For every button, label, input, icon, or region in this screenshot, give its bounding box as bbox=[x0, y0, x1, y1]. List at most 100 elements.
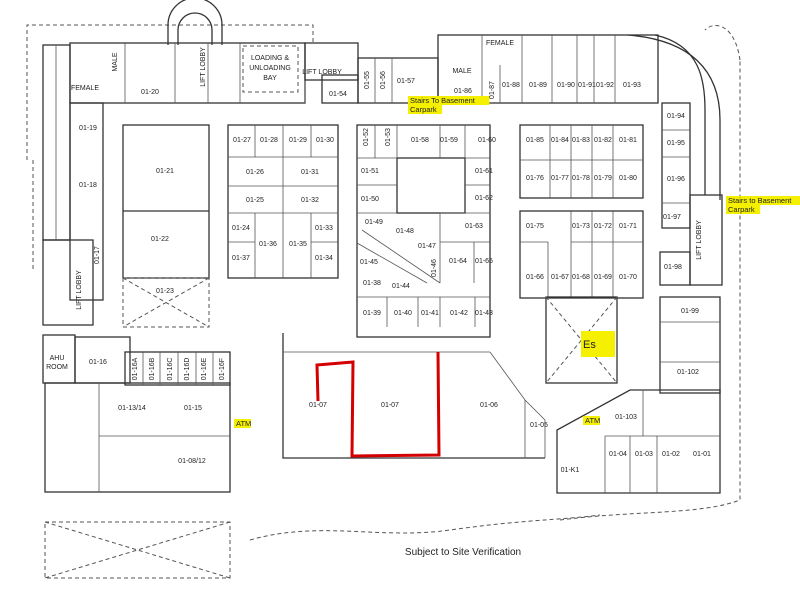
unit-label: 01-52 bbox=[363, 128, 370, 146]
unit-label: 01-32 bbox=[301, 197, 319, 204]
unit-label: 01-26 bbox=[246, 169, 264, 176]
unit-label: 01-28 bbox=[260, 137, 278, 144]
unit-label: 01-55 bbox=[364, 71, 371, 89]
unit-label: 01-64 bbox=[449, 258, 467, 265]
unit-label: 01-16 bbox=[89, 359, 107, 366]
facility-label: LIFT LOBBY bbox=[76, 270, 83, 310]
highlight-marker bbox=[726, 205, 761, 214]
unit-label: 01-16B bbox=[149, 357, 156, 380]
unit-label: 01-102 bbox=[677, 369, 699, 376]
unit-label: 01-29 bbox=[289, 137, 307, 144]
unit-label: 01-35 bbox=[289, 241, 307, 248]
unit-label: 01-98 bbox=[664, 264, 682, 271]
unit-label: 01-93 bbox=[623, 82, 641, 89]
unit-label: 01-47 bbox=[418, 243, 436, 250]
unit-label: 01-75 bbox=[526, 223, 544, 230]
unit-label: 01-02 bbox=[662, 451, 680, 458]
unit-label: 01-20 bbox=[141, 89, 159, 96]
highlight-marker bbox=[234, 419, 251, 428]
unit-label: 01-80 bbox=[619, 175, 637, 182]
unit-label: 01-103 bbox=[615, 414, 637, 421]
unit-label: 01-45 bbox=[360, 259, 378, 266]
unit-label: 01-67 bbox=[551, 274, 569, 281]
unit-label: 01-97 bbox=[663, 214, 681, 221]
facility-label: FEMALE bbox=[71, 85, 99, 92]
unit-label: 01-17 bbox=[94, 246, 101, 264]
highlighted-unit-outline bbox=[315, 351, 441, 458]
unit-label: 01-01 bbox=[693, 451, 711, 458]
unit-label: 01-48 bbox=[396, 228, 414, 235]
atm-left-note: ATM bbox=[236, 419, 251, 428]
unit-label: 01-K1 bbox=[561, 467, 580, 474]
unit-label: 01-19 bbox=[79, 125, 97, 132]
unit-label: 01-27 bbox=[233, 137, 251, 144]
facility-label: LIFT LOBBY bbox=[302, 69, 342, 76]
unit-label: 01-65 bbox=[475, 258, 493, 265]
unit-label: 01-84 bbox=[551, 137, 569, 144]
unit-label: 01-79 bbox=[594, 175, 612, 182]
unit-label: 01-23 bbox=[156, 288, 174, 295]
unit-label: 01-13/14 bbox=[118, 405, 146, 412]
facility-label: LIFT LOBBY bbox=[200, 47, 207, 87]
unit-label: 01-08/12 bbox=[178, 458, 206, 465]
unit-label: 01-31 bbox=[301, 169, 319, 176]
unit-label: 01-33 bbox=[315, 225, 333, 232]
unit-label: 01-07 bbox=[309, 402, 327, 409]
unit-label: 01-16A bbox=[132, 357, 139, 380]
unit-label: 01-54 bbox=[329, 91, 347, 98]
unit-label: 01-92 bbox=[596, 82, 614, 89]
unit-label: 01-82 bbox=[594, 137, 612, 144]
escalator-note: Es bbox=[583, 339, 596, 351]
facility-label: LOADING & bbox=[251, 55, 289, 62]
unit-label: 01-85 bbox=[526, 137, 544, 144]
unit-label: 01-95 bbox=[667, 140, 685, 147]
unit-label: 01-88 bbox=[502, 82, 520, 89]
unit-label: 01-46 bbox=[431, 259, 438, 277]
structure bbox=[26, 0, 741, 579]
highlight-marker bbox=[726, 196, 800, 205]
unit-label: 01-43 bbox=[475, 310, 493, 317]
unit-label: 01-77 bbox=[551, 175, 569, 182]
unit-label: 01-91 bbox=[578, 82, 596, 89]
unit-label: 01-86 bbox=[454, 88, 472, 95]
stairs-top-2-note: Carpark bbox=[410, 105, 437, 114]
unit-label: 01-38 bbox=[363, 280, 381, 287]
unit-label: 01-39 bbox=[363, 310, 381, 317]
site-verification-caption: Subject to Site Verification bbox=[405, 547, 521, 558]
unit-label: 01-83 bbox=[572, 137, 590, 144]
unit-label: 01-30 bbox=[316, 137, 334, 144]
facility-label: MALE bbox=[112, 52, 119, 71]
unit-label: 01-42 bbox=[450, 310, 468, 317]
facility-label: AHU bbox=[50, 355, 65, 362]
unit-label: 01-62 bbox=[475, 195, 493, 202]
unit-label: 01-03 bbox=[635, 451, 653, 458]
unit-label: 01-99 bbox=[681, 308, 699, 315]
unit-label: 01-63 bbox=[465, 223, 483, 230]
facility-label: FEMALE bbox=[486, 40, 514, 47]
unit-label: 01-50 bbox=[361, 196, 379, 203]
facility-label: UNLOADING bbox=[249, 65, 291, 72]
unit-label: 01-69 bbox=[594, 274, 612, 281]
unit-label: 01-15 bbox=[184, 405, 202, 412]
unit-label: 01-58 bbox=[411, 137, 429, 144]
unit-label: 01-89 bbox=[529, 82, 547, 89]
unit-label: 01-56 bbox=[380, 71, 387, 89]
facility-label: BAY bbox=[263, 75, 277, 82]
unit-label: 01-16E bbox=[201, 357, 208, 380]
stairs-top-1-note: Stairs To Basement bbox=[410, 96, 476, 105]
unit-label: 01-70 bbox=[619, 274, 637, 281]
highlight-marker bbox=[583, 416, 600, 425]
unit-label: 01-25 bbox=[246, 197, 264, 204]
highlight-marker bbox=[408, 96, 490, 105]
unit-label: 01-36 bbox=[259, 241, 277, 248]
unit-label: 01-37 bbox=[232, 255, 250, 262]
unit-label: 01-44 bbox=[392, 283, 410, 290]
facility-label: LIFT LOBBY bbox=[696, 220, 703, 260]
unit-label: 01-16D bbox=[184, 358, 191, 381]
unit-label: 01-59 bbox=[440, 137, 458, 144]
unit-label: 01-16F bbox=[219, 358, 226, 380]
unit-label: 01-76 bbox=[526, 175, 544, 182]
